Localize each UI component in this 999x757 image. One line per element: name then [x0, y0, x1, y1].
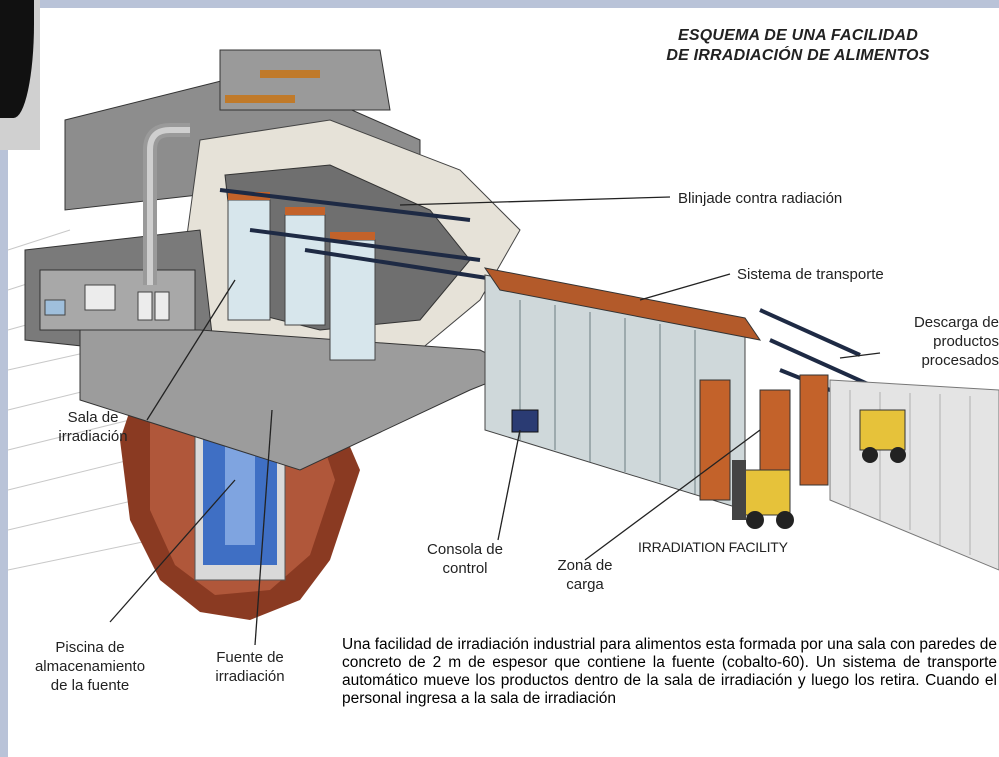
label-radiation-source: Fuente de irradiación [215, 649, 285, 685]
label-shielding: Blinjade contra radiación [678, 190, 843, 207]
control-console [511, 409, 539, 433]
label-irradiation-room: Sala de irradiación [58, 409, 128, 445]
label-loading-zone: Zona de carga [557, 557, 613, 593]
label-storage-pool: Piscina de almacenamiento de la fuente [34, 639, 146, 694]
forklift-2 [859, 409, 906, 463]
title-line-2: DE IRRADIACIÓN DE ALIMENTOS [666, 47, 930, 64]
leader-lines [109, 196, 881, 646]
label-facility: IRRADIATION FACILITY [638, 539, 788, 555]
top-frame-band [0, 0, 999, 8]
left-frame-band [0, 150, 8, 757]
label-control-console: Consola de control [427, 541, 503, 577]
forklift-1 [732, 460, 794, 529]
product-carriers-inside [227, 199, 376, 361]
diagram-title: ESQUEMA DE UNA FACILIDAD DE IRRADIACIÓN … [608, 26, 988, 66]
label-transport-system: Sistema de transporte [737, 266, 884, 283]
unloading-fence [829, 379, 999, 571]
label-unloading: Descarga de productos procesados [913, 314, 999, 369]
overhead-rail [219, 188, 501, 282]
description-text: Una facilidad de irradiación industrial … [342, 636, 997, 707]
title-line-1: ESQUEMA DE UNA FACILIDAD [677, 27, 919, 44]
